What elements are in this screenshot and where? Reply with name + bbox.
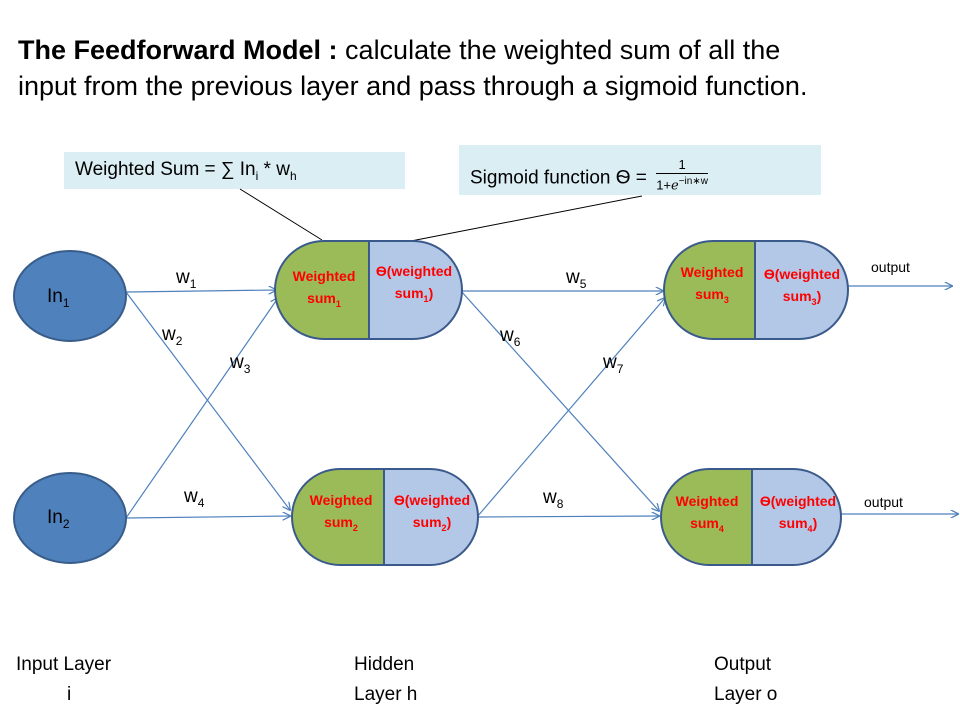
input-label-2: In2 [47,507,70,531]
sigmoid-fraction: 1 1+e−in∗w [656,157,708,194]
weight-label-5: w5 [566,267,587,291]
sigmoid-denominator: 1+e−in∗w [656,174,708,194]
sigmoid-prefix: Sigmoid function Ѳ = [470,167,647,189]
weighted-sum-mid: * w [258,159,290,180]
weight-label-3: w3 [230,352,251,376]
hidden-node-1 [274,240,463,340]
output-node-1 [663,240,849,340]
input-node-2 [13,472,127,564]
weighted-sum-sub-h: h [289,168,297,183]
sigmoid-den-e: e [671,178,679,194]
output-node-2 [660,468,842,566]
title-rest: calculate the weighted sum of all the in… [18,35,808,101]
output-label-1: output [871,259,910,275]
edge-in1-h2 [125,291,290,510]
edge-h1-o2 [460,290,659,511]
weighted-sum-sub-i: i [255,168,259,183]
weight-label-7: w7 [603,352,624,376]
input-label-1: In1 [47,286,70,310]
output-label-2: output [864,494,903,510]
layer-caption-output: Output Layer o [714,654,778,705]
sigmoid-callout: Sigmoid function Ѳ = 1 1+e−in∗w [459,145,821,195]
weight-label-6: w6 [500,325,521,349]
sigmoid-den-base: 1+ [656,177,672,193]
layer-caption-hidden: Hidden Layer h [354,654,418,705]
weighted-sum-prefix: Weighted Sum = ∑ In [75,159,256,180]
input-node-1 [13,250,127,342]
edge-in2-h1 [125,298,278,519]
hidden-node-2 [291,468,479,566]
weighted-sum-pointer [239,188,323,241]
sigmoid-numerator: 1 [656,157,708,174]
page-title: The Feedforward Model : calculate the we… [18,32,838,104]
weight-label-1: w1 [176,267,197,291]
edge-in2-h2 [125,516,290,518]
edge-h2-o2 [476,516,659,517]
layer-caption-input: Input Layer i [16,654,112,705]
edge-h2-o1 [476,298,665,518]
weight-label-8: w8 [543,487,564,511]
edge-in1-h1 [125,290,276,292]
weight-label-4: w4 [184,486,205,510]
sigmoid-pointer [410,195,643,242]
weighted-sum-callout: Weighted Sum = ∑ Ini * wh [64,152,405,189]
title-bold: The Feedforward Model : [18,35,338,65]
weight-label-2: w2 [162,324,183,348]
sigmoid-den-exp: −in∗w [678,176,708,187]
